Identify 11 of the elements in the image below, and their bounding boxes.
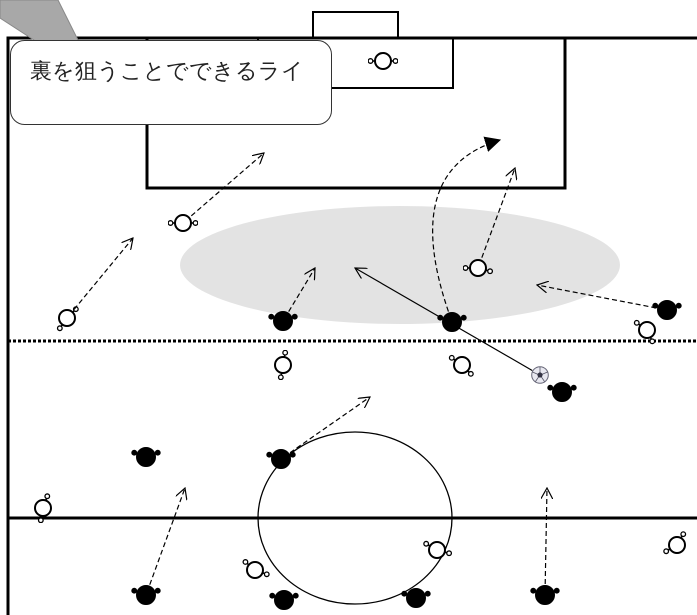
arrow: [536, 280, 656, 309]
callout-text: 裏を狙うことでできるライ: [30, 59, 304, 84]
arrow: [288, 267, 316, 312]
arrow: [149, 487, 188, 585]
arrow: [354, 267, 533, 372]
arrow: [290, 396, 371, 454]
arrow: [481, 167, 518, 258]
arrow: [190, 152, 265, 216]
arrow: [432, 138, 502, 312]
arrow: [74, 237, 134, 310]
arrow: [540, 487, 554, 584]
